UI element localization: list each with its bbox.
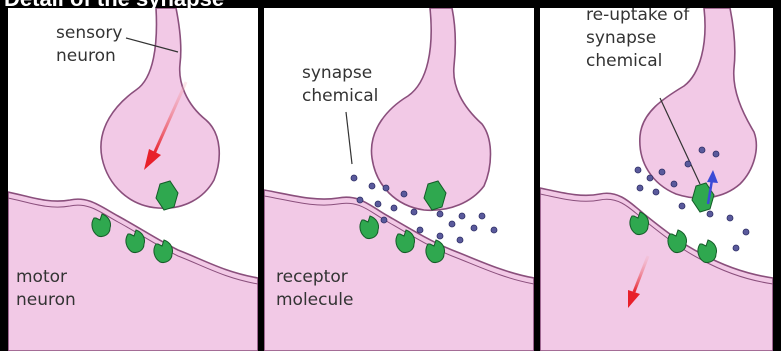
panel-1: sensory neuron motor neuron	[8, 8, 258, 351]
page-title: Detail of the synapse	[4, 0, 224, 8]
label-receptor-molecule: receptor molecule	[276, 266, 353, 312]
synapse-chemical-pointer	[346, 112, 352, 164]
label-reuptake: re-uptake of synapse chemical	[586, 8, 689, 73]
title-strip: Detail of the synapse	[0, 0, 781, 8]
label-motor-neuron: motor neuron	[16, 266, 76, 312]
sensory-neuron-body	[371, 8, 490, 210]
receptor-4	[698, 240, 717, 263]
panel-2: synapse chemical receptor molecule	[264, 8, 534, 351]
label-sensory-neuron: sensory neuron	[56, 22, 122, 68]
motor-neuron-body	[540, 188, 773, 351]
panel-3: re-uptake of synapse chemical	[540, 8, 773, 351]
label-synapse-chemical: synapse chemical	[302, 62, 378, 108]
